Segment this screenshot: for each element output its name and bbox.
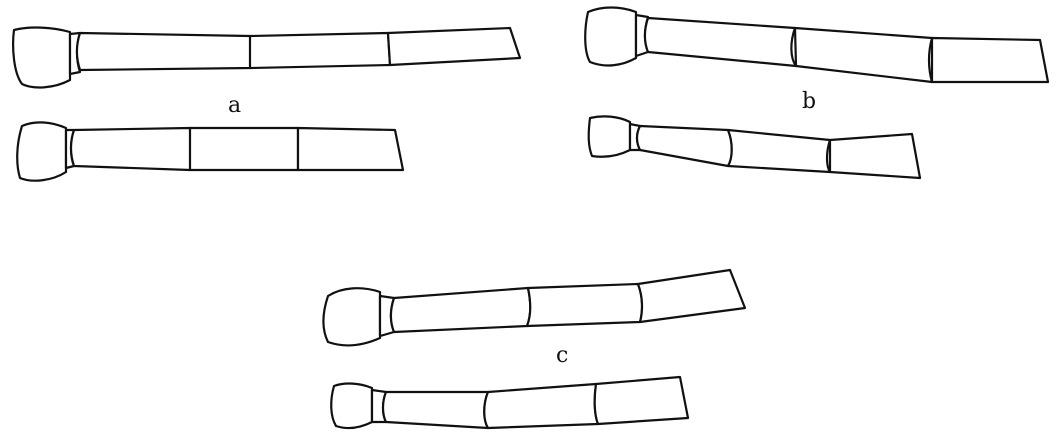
scape — [331, 384, 372, 429]
segment-3 — [830, 134, 920, 178]
scape — [585, 8, 636, 66]
segment-3 — [298, 128, 403, 170]
antenna-a-lower — [17, 122, 403, 180]
segment-2 — [795, 28, 932, 82]
scape — [324, 288, 381, 345]
panel-label-a: a — [228, 93, 241, 118]
scape — [589, 116, 630, 156]
segment-2 — [728, 130, 830, 172]
panel-c: c — [324, 270, 746, 428]
segment-1 — [71, 128, 192, 170]
segment-3 — [638, 270, 745, 322]
antenna-b-upper — [585, 8, 1048, 83]
antenna-a-upper — [13, 28, 520, 88]
segment-2 — [190, 128, 298, 170]
segment-1 — [383, 392, 488, 428]
segment-1 — [645, 18, 796, 66]
segment-1 — [391, 288, 530, 332]
panel-a: a — [13, 28, 520, 181]
segment-3 — [388, 28, 520, 65]
antenna-c-lower — [331, 377, 688, 428]
scape — [13, 28, 70, 88]
segment-2 — [250, 33, 390, 68]
segment-2 — [484, 384, 598, 428]
segment-3 — [595, 377, 688, 424]
segment-1 — [77, 33, 252, 70]
panel-label-c: c — [556, 343, 568, 368]
panel-label-b: b — [802, 89, 816, 114]
scape — [17, 122, 66, 180]
panel-b: b — [585, 8, 1048, 179]
antenna-c-upper — [324, 270, 746, 345]
segment-2 — [527, 284, 642, 326]
segment-3 — [932, 38, 1048, 82]
segment-1 — [637, 126, 732, 166]
antenna-b-lower — [589, 116, 920, 178]
